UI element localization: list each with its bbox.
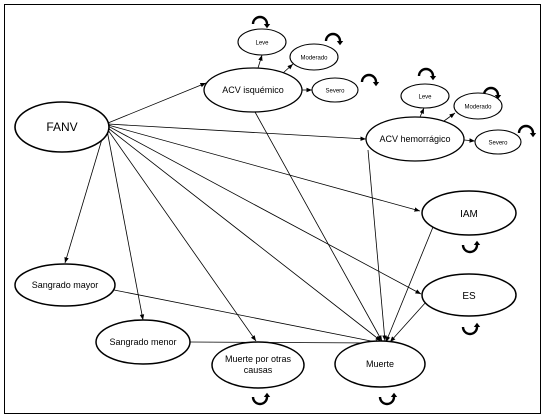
- self-loop-leve2: [417, 67, 435, 77]
- nodes-layer: FANV ACV isquémico Leve Moderado Severo …: [14, 28, 522, 389]
- edge-acv-hem-to-severo2: [463, 138, 476, 143]
- edge-acv-isq-to-moderado1: [282, 63, 294, 74]
- self-loop-severo2: [517, 124, 535, 134]
- edge-fanv-to-acv-hem: [107, 123, 367, 141]
- self-loop-arrowhead-muerte-otras: [263, 392, 271, 397]
- edge-iam-to-muerte: [385, 226, 434, 343]
- node-severo-2: Severo: [474, 129, 522, 155]
- edge-fanv-to-es: [107, 125, 422, 295]
- self-loop-muerte: [378, 396, 396, 406]
- edge-fanv-to-iam: [107, 124, 421, 212]
- self-loop-moderado2: [482, 86, 500, 96]
- node-iam: IAM: [421, 190, 517, 236]
- self-loop-arrowhead-es: [473, 322, 481, 327]
- self-loop-arrowhead-moderado2: [494, 95, 502, 100]
- self-loops-layer: [251, 15, 537, 406]
- node-sangrado-menor-label: Sangrado menor: [109, 337, 176, 347]
- node-moderado-2-label: Moderado: [464, 105, 492, 111]
- node-sangrado-mayor: Sangrado mayor: [14, 263, 116, 307]
- node-leve-2-label: Leve: [418, 95, 432, 101]
- node-muerte-otras-label-1: Muerte por otras: [225, 354, 292, 364]
- node-leve-1: Leve: [237, 28, 287, 56]
- self-loop-moderado1: [324, 32, 342, 42]
- node-fanv-label: FANV: [46, 120, 77, 134]
- edge-sangrado-mayor-to-muerte: [113, 289, 382, 345]
- node-moderado-2: Moderado: [453, 92, 503, 120]
- edge-acv-hem-to-moderado2: [443, 112, 456, 122]
- edges-layer: [64, 54, 476, 346]
- node-acv-isquemico-label: ACV isquémico: [222, 85, 284, 95]
- edge-acv-isq-to-leve1: [257, 54, 263, 69]
- node-acv-isquemico: ACV isquémico: [203, 67, 303, 113]
- self-loop-es: [461, 326, 479, 336]
- node-moderado-1: Moderado: [289, 43, 339, 71]
- edge-sangrado-menor-to-muerte: [189, 340, 378, 346]
- node-fanv: FANV: [14, 101, 110, 153]
- node-muerte-otras-label-2: causas: [244, 365, 273, 375]
- node-severo-1-label: Severo: [325, 89, 345, 95]
- edge-fanv-to-muerte-otras: [107, 129, 257, 342]
- edge-fanv-to-muerte: [107, 127, 382, 342]
- node-muerte-label: Muerte: [366, 359, 394, 369]
- node-iam-label: IAM: [460, 209, 478, 220]
- edge-acv-isq-to-muerte: [254, 111, 383, 342]
- self-loop-arrowhead-moderado1: [336, 41, 344, 46]
- self-loop-arrowhead-iam: [473, 240, 481, 245]
- node-moderado-1-label: Moderado: [300, 56, 328, 62]
- edge-acv-hem-to-muerte: [367, 149, 387, 342]
- edge-fanv-to-sangrado-menor: [106, 129, 145, 321]
- node-sangrado-mayor-label: Sangrado mayor: [32, 280, 99, 290]
- edge-es-to-muerte: [389, 301, 427, 343]
- edge-fanv-to-acv-isq: [107, 82, 207, 124]
- self-loop-arrowhead-severo2: [529, 133, 537, 138]
- edge-acv-hem-to-leve2: [419, 107, 425, 118]
- node-severo-1: Severo: [311, 77, 359, 103]
- self-loop-arrowhead-muerte: [390, 392, 398, 397]
- node-acv-hemorragico-label: ACV hemorrágico: [379, 134, 450, 144]
- self-loop-arrowhead-severo1: [372, 82, 380, 87]
- node-sangrado-menor: Sangrado menor: [95, 319, 191, 365]
- node-leve-2: Leve: [400, 83, 450, 109]
- self-loop-severo1: [360, 73, 378, 83]
- node-leve-1-label: Leve: [255, 41, 269, 47]
- self-loop-leve1: [251, 15, 269, 25]
- node-acv-hemorragico: ACV hemorrágico: [365, 116, 465, 162]
- node-muerte-otras-causas: Muerte por otras causas: [211, 341, 305, 389]
- self-loop-arrowhead-leve1: [263, 24, 271, 29]
- node-severo-2-label: Severo: [488, 141, 508, 147]
- self-loop-iam: [461, 244, 479, 254]
- self-loop-arrowhead-leve2: [429, 76, 437, 81]
- edge-fanv-to-sangrado-mayor: [64, 128, 106, 264]
- node-es: ES: [421, 273, 517, 317]
- node-es-label: ES: [462, 291, 476, 302]
- self-loop-muerte-otras: [251, 396, 269, 406]
- node-muerte: Muerte: [334, 340, 426, 388]
